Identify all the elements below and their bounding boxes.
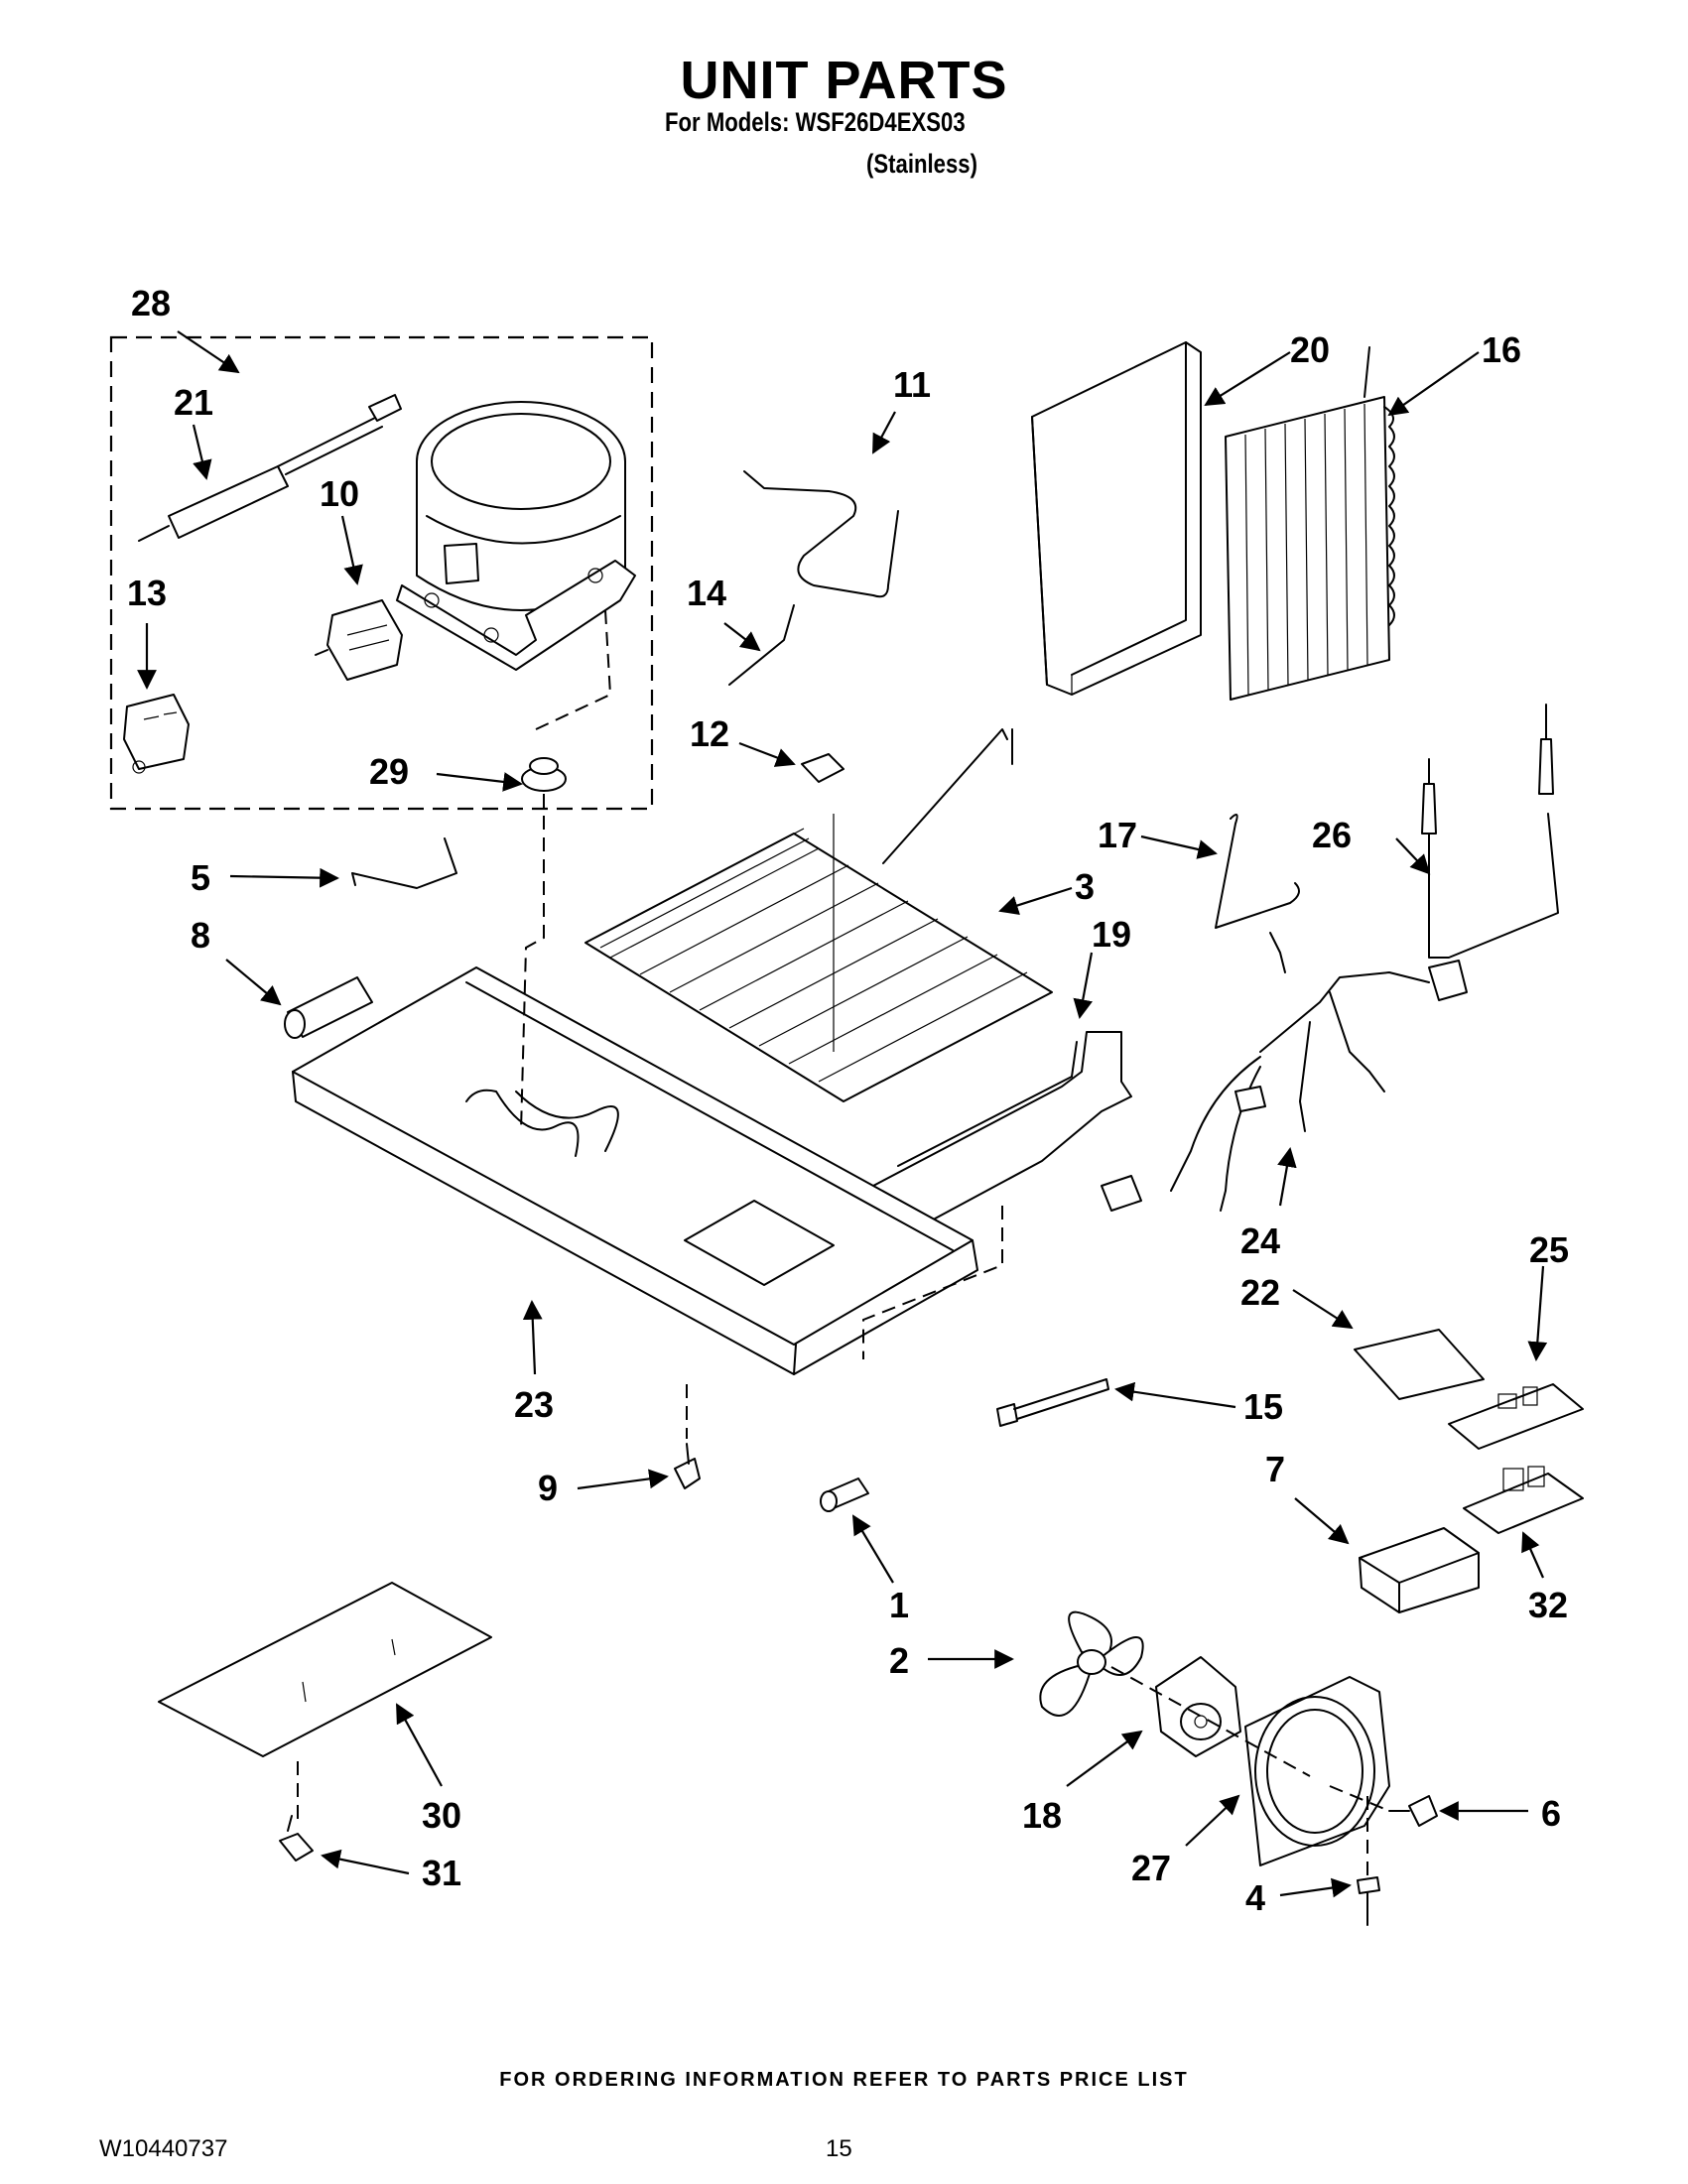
part-18-fan-motor: [1155, 1656, 1241, 1757]
part-10-relay: [315, 599, 403, 681]
dash-line-fan: [1110, 1666, 1311, 1777]
compressor-kit-box: [109, 335, 654, 811]
page-number: 15: [826, 2135, 852, 2162]
callout-17: 17: [1098, 815, 1137, 855]
document-number: W10440737: [99, 2135, 228, 2162]
dash-line-tray: [862, 1206, 1003, 1359]
ordering-note: FOR ORDERING INFORMATION REFER TO PARTS …: [499, 2069, 1189, 2091]
callout-14: 14: [687, 573, 726, 613]
page-title: UNIT PARTS: [680, 51, 1008, 110]
callout-13: 13: [127, 573, 167, 613]
callout-3: 3: [1075, 866, 1095, 907]
callout-7: 7: [1265, 1449, 1285, 1489]
models-line: For Models: WSF26D4EXS03: [665, 107, 966, 137]
callout-30: 30: [422, 1795, 461, 1836]
part-4-screw: [1357, 1876, 1380, 1926]
part-6-screw: [1388, 1795, 1438, 1827]
part-29-grommet: [521, 757, 567, 792]
callout-29: 29: [369, 751, 409, 792]
callout-15: 15: [1243, 1386, 1283, 1427]
part-24-wire-harness: [1101, 932, 1468, 1212]
callout-11: 11: [893, 364, 931, 405]
callout-9: 9: [538, 1468, 558, 1508]
variant-line: (Stainless): [866, 149, 977, 179]
part-1-spacer: [820, 1477, 869, 1512]
part-23-base: [292, 966, 978, 1375]
part-15-cable-tie: [996, 1378, 1109, 1427]
callout-19: 19: [1092, 914, 1131, 955]
callout-18: 18: [1022, 1795, 1062, 1836]
part-16-coil: [1225, 346, 1395, 701]
callout-22: 22: [1240, 1272, 1280, 1313]
callout-32: 32: [1528, 1585, 1568, 1625]
part-20-cover: [1031, 341, 1202, 696]
part-3-evaporator: [584, 728, 1053, 1102]
callout-21: 21: [174, 382, 213, 423]
part-26-capillary: [1421, 704, 1559, 959]
part-27-fan-shroud: [1244, 1676, 1390, 1866]
callout-24: 24: [1240, 1220, 1280, 1261]
callout-31: 31: [422, 1853, 461, 1893]
callout-4: 4: [1245, 1877, 1265, 1918]
callout-20: 20: [1290, 329, 1330, 370]
dash-line-grommet: [520, 794, 545, 1132]
callout-5: 5: [191, 857, 210, 898]
part-13-overload: [123, 694, 190, 774]
callout-16: 16: [1482, 329, 1521, 370]
part-2-fan-blade: [1039, 1610, 1144, 1717]
callout-27: 27: [1131, 1848, 1171, 1888]
part-31-clip: [279, 1815, 314, 1862]
callout-25: 25: [1529, 1229, 1569, 1270]
part-32-power-board: [1463, 1466, 1584, 1534]
dash-line-compressor: [535, 609, 612, 730]
callout-1: 1: [889, 1585, 909, 1625]
callout-2: 2: [889, 1640, 909, 1681]
part-10-compressor: [396, 401, 636, 671]
part-9-screw: [674, 1443, 701, 1489]
callout-8: 8: [191, 915, 210, 956]
callout-12: 12: [690, 713, 729, 754]
part-11-tube: [743, 470, 899, 598]
part-19-drain-tray: [872, 1031, 1132, 1231]
part-17-hook: [1215, 814, 1300, 929]
part-5-wire-clip: [351, 837, 457, 889]
part-30-insulation: [158, 1582, 492, 1757]
part-12-bracket: [801, 753, 844, 783]
callout-10: 10: [320, 473, 359, 514]
callout-26: 26: [1312, 815, 1352, 855]
dash-line-screw6: [1329, 1785, 1390, 1812]
part-7-housing: [1359, 1527, 1480, 1613]
callout-6: 6: [1541, 1793, 1561, 1834]
callout-23: 23: [514, 1384, 554, 1425]
part-14-tube: [728, 604, 795, 686]
part-25-control-board: [1448, 1383, 1584, 1450]
part-8-tube: [284, 976, 373, 1039]
callout-28: 28: [131, 283, 171, 323]
leader-arrows: [137, 330, 1548, 1898]
part-22-board: [1354, 1329, 1485, 1400]
part-21-drier: [138, 394, 402, 542]
